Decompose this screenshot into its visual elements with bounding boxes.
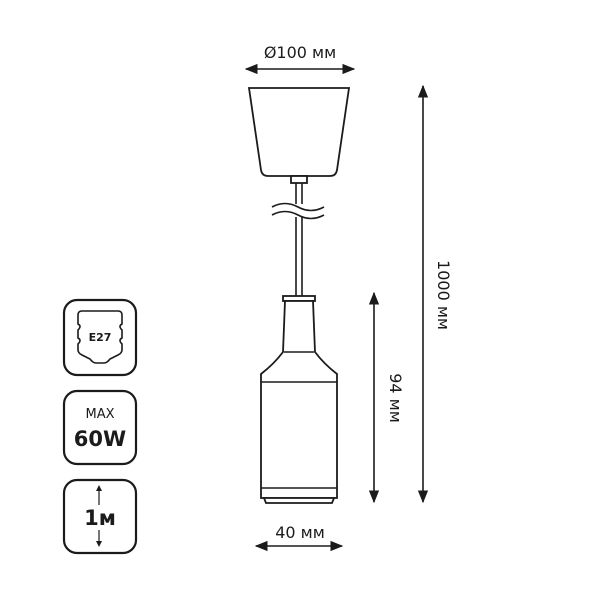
holder-body [260, 300, 338, 499]
e27-socket-icon: E27 [77, 310, 123, 364]
holder-height-dimension: 94 мм [368, 291, 405, 504]
holder-diameter-dimension: 40 мм [254, 523, 344, 552]
max-power-value: 60W [74, 427, 126, 451]
max-power-badge: MAX 60W [62, 389, 138, 466]
cord-length-value: 1м [84, 506, 116, 530]
vertical-arrow-head-top [96, 485, 102, 491]
canopy-diameter-label: Ø100 мм [264, 43, 336, 62]
canopy-diameter-dimension: Ø100 мм [244, 43, 356, 75]
cord-break-wave-bottom [271, 210, 325, 220]
cord-break-gap [270, 204, 328, 217]
holder-height-label: 94 мм [386, 373, 405, 423]
holder-diameter-label: 40 мм [275, 523, 325, 542]
socket-thread-outline [77, 310, 123, 364]
max-power-top-label: MAX [85, 407, 114, 422]
canopy-cup [247, 87, 351, 177]
arrow-label-gap [85, 505, 115, 530]
cord [270, 175, 328, 296]
cord-grip [290, 175, 308, 184]
cord-length-badge: 1м [62, 478, 138, 555]
canopy [247, 87, 351, 177]
holder-base-ring [262, 497, 336, 504]
cord-break-wave-top [271, 202, 325, 212]
socket-badge: E27 [62, 298, 138, 377]
lamp-holder [260, 295, 338, 504]
total-length-dimension: 1000 мм [417, 84, 453, 504]
total-length-label: 1000 мм [434, 260, 453, 330]
max-power-badge-frame [62, 389, 138, 466]
socket-label: E27 [89, 331, 112, 344]
vertical-arrow-head-bottom [96, 541, 102, 547]
vertical-double-arrow-icon [85, 485, 115, 547]
